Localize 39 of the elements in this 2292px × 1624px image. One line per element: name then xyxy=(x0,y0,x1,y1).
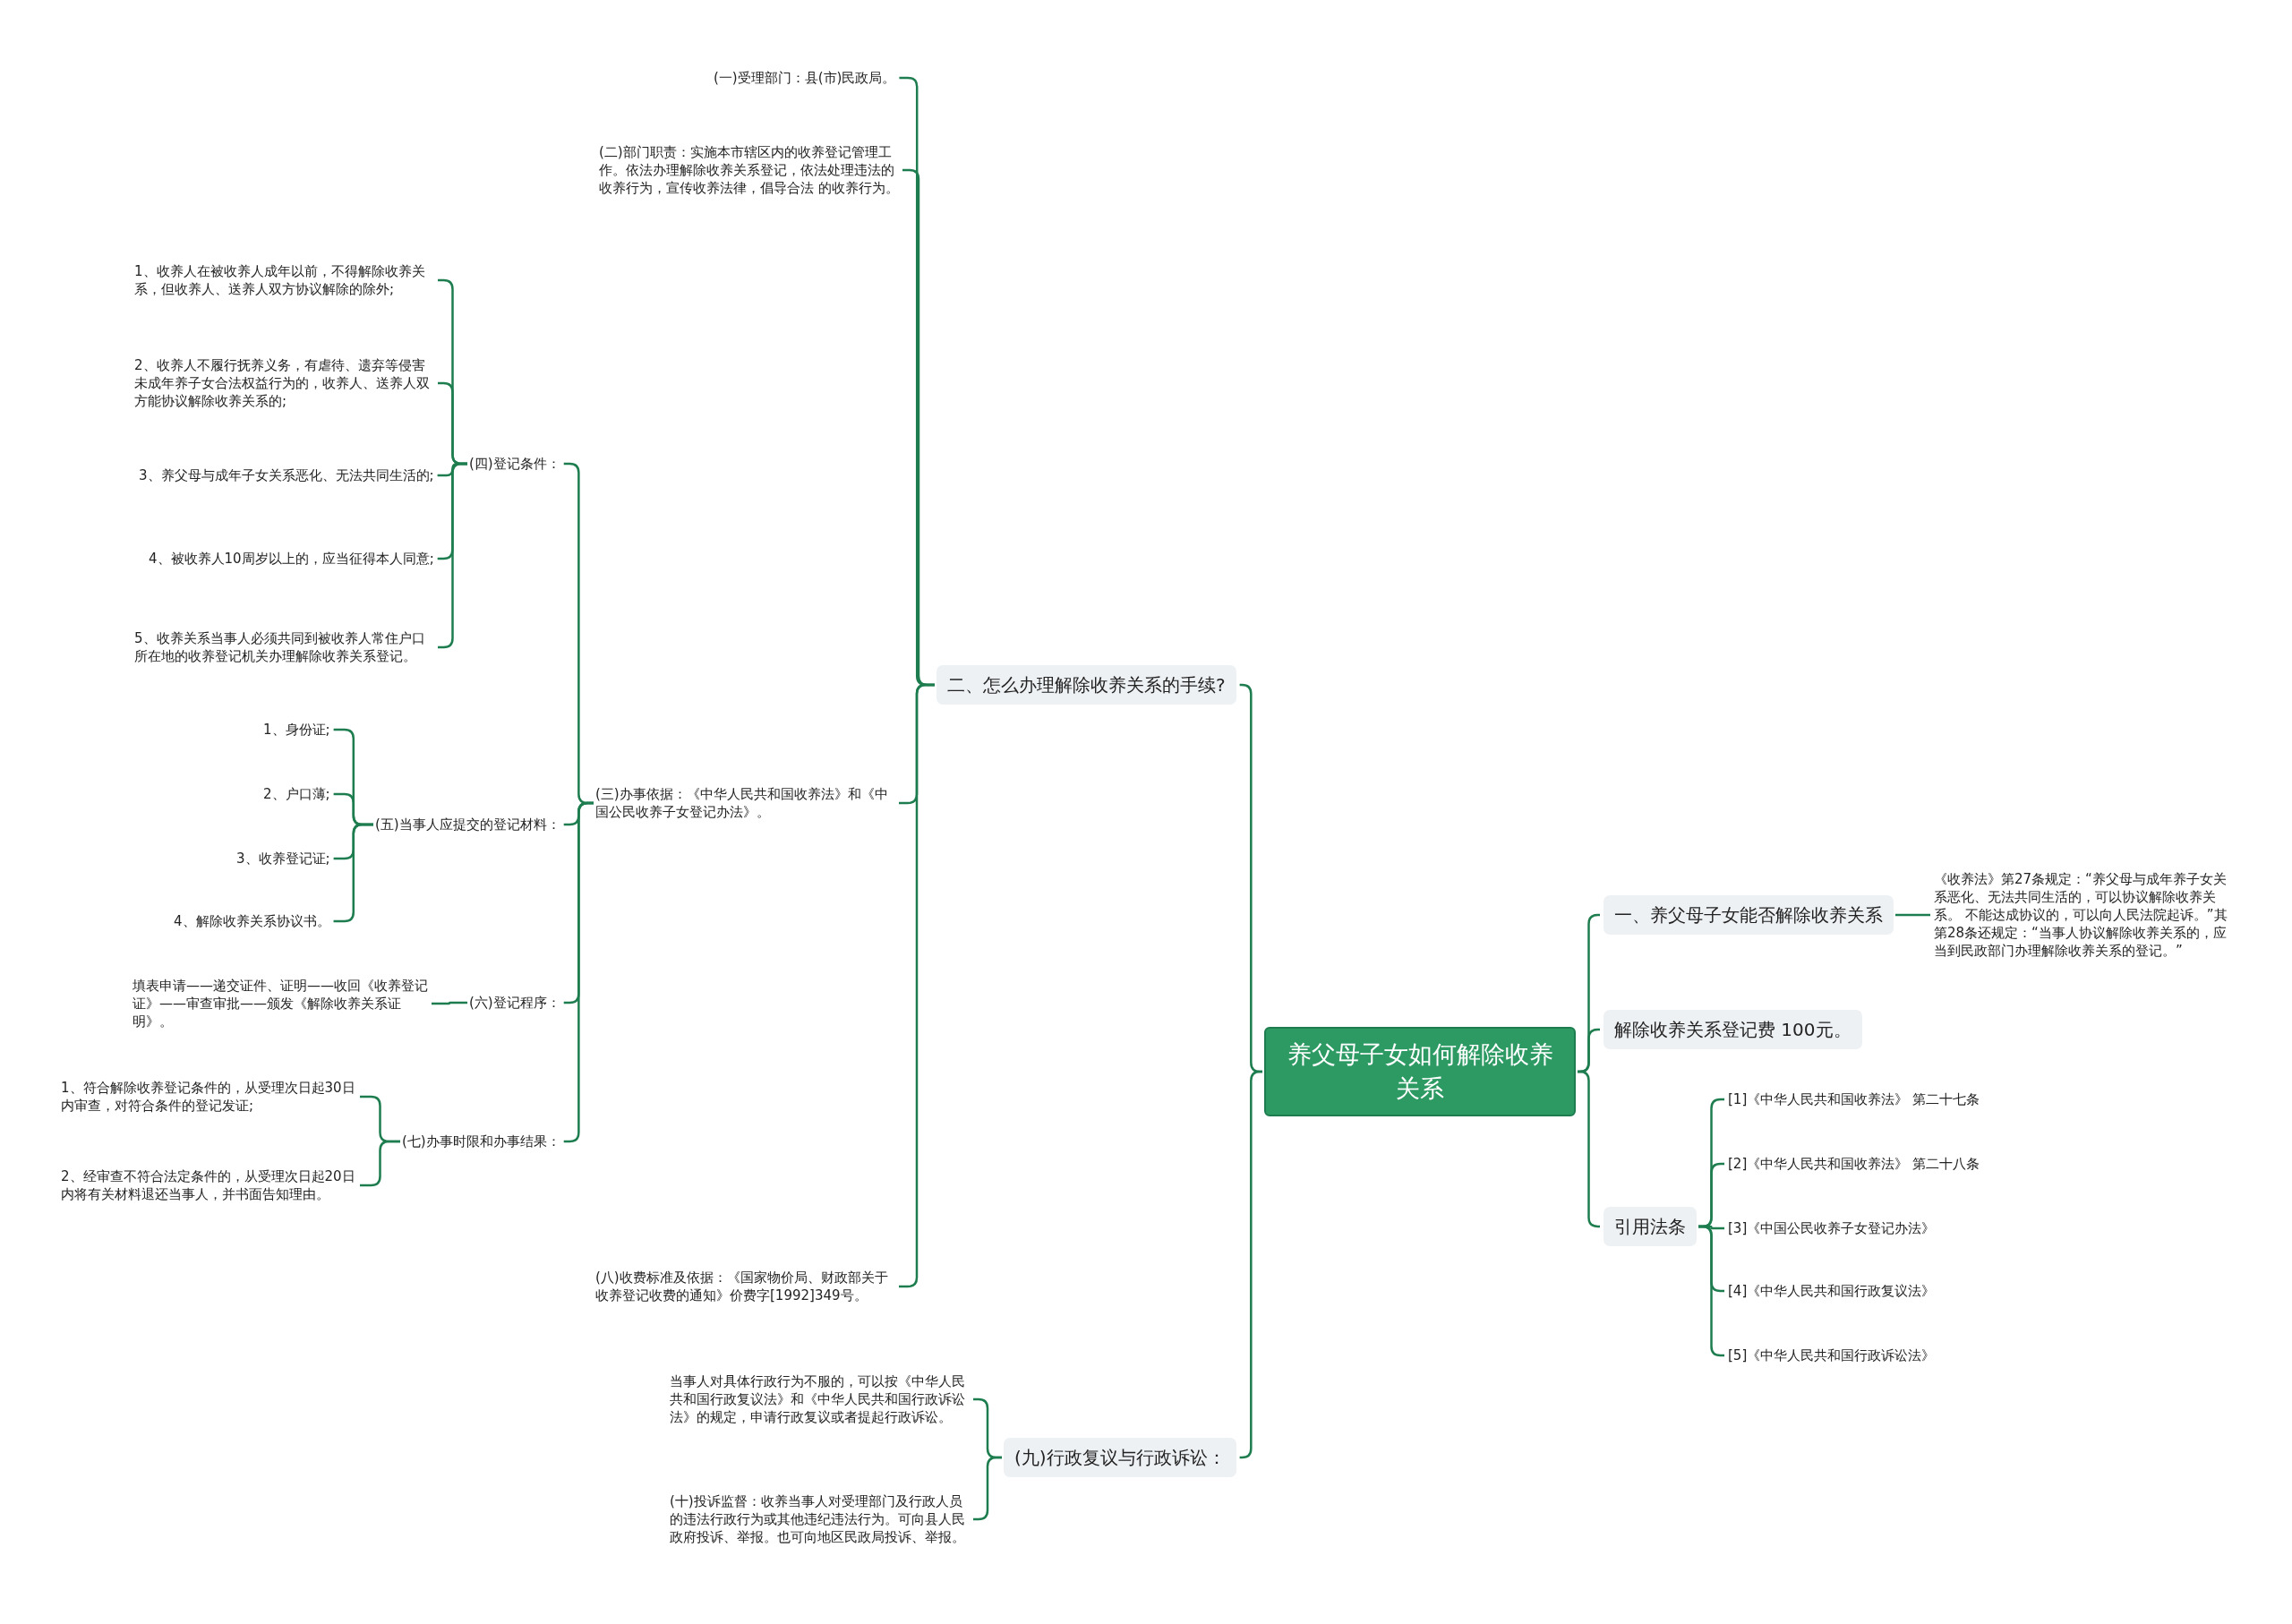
topic-box: 二、怎么办理解除收养关系的手续? xyxy=(936,665,1236,705)
topic-text: 5、收养关系当事人必须共同到被收养人常住户口所在地的收养登记机关办理解除收养关系登记。 xyxy=(134,629,434,665)
topic-text: [3]《中国公民收养子女登记办法》 xyxy=(1728,1219,1936,1237)
central-topic-box: 养父母子女如何解除收养关系 xyxy=(1264,1027,1576,1116)
topic-box: 一、养父母子女能否解除收养关系 xyxy=(1604,895,1894,935)
connector xyxy=(1895,913,1930,917)
topic-text: (二)部门职责：实施本市辖区内的收养登记管理工作。依法办理解除收养关系登记，依法处理违法的收养行为，宣传收养法律，倡导合法 的收养行为。 xyxy=(599,143,899,197)
topic-text: [5]《中华人民共和国行政诉讼法》 xyxy=(1728,1346,1936,1364)
topic-text: (一)受理部门：县(市)民政局。 xyxy=(714,69,896,87)
topic-text: 2、经审查不符合法定条件的，从受理次日起20日内将有关材料退还当事人，并书面告知理由。 xyxy=(61,1167,356,1203)
topic-text: (十)投诉监督：收养当事人对受理部门及行政人员的违法行政行为或其他违纪违法行为。可向县人民政府投诉、举报。也可向地区民政局投诉、举报。 xyxy=(670,1492,970,1546)
topic-text: (八)收费标准及依据：《国家物价局、财政部关于收养登记收费的通知》价费字[1992]349号。 xyxy=(595,1269,895,1304)
topic-text: 2、户口薄; xyxy=(263,785,330,803)
topic-text: 填表申请——递交证件、证明——收回《收养登记证》——审查审批——颁发《解除收养关系证明》。 xyxy=(133,977,428,1030)
topic-text: (三)办事依据：《中华人民共和国收养法》和《中国公民收养子女登记办法》。 xyxy=(595,785,895,821)
connector xyxy=(1578,1070,1600,1228)
topic-text: 《收养法》第27条规定：“养父母与成年养子女关系恶化、无法共同生活的，可以协议解除收养关系。 不能达成协议的，可以向人民法院起诉。”其第28条还规定：“当事人协议解除收养关系的，应当到民政部门办理解除收养关系的登记。” xyxy=(1934,870,2234,960)
topic-text: 1、收养人在被收养人成年以前，不得解除收养关系，但收养人、送养人双方协议解除的除外; xyxy=(134,262,434,298)
topic-text: 3、养父母与成年子女关系恶化、无法共同生活的; xyxy=(139,466,434,484)
connector xyxy=(432,1001,467,1005)
topic-text: 3、收养登记证; xyxy=(236,850,330,868)
topic-text: 4、解除收养关系协议书。 xyxy=(174,912,330,930)
topic-text: (六)登记程序： xyxy=(469,994,560,1012)
topic-text: [2]《中华人民共和国收养法》 第二十八条 xyxy=(1728,1155,1980,1173)
topic-text: 当事人对具体行政行为不服的，可以按《中华人民共和国行政复议法》和《中华人民共和国行政诉讼法》的规定，申请行政复议或者提起行政诉讼。 xyxy=(670,1372,970,1426)
topic-text: 1、符合解除收养登记条件的，从受理次日起30日内审查，对符合条件的登记发证; xyxy=(61,1079,356,1115)
topic-text: (七)办事时限和办事结果： xyxy=(402,1133,560,1150)
topic-text: 4、被收养人10周岁以上的，应当征得本人同意; xyxy=(149,550,434,568)
topic-text: [4]《中华人民共和国行政复议法》 xyxy=(1728,1282,1936,1300)
topic-text: (四)登记条件： xyxy=(469,455,560,473)
connector xyxy=(973,1456,1002,1521)
topic-box: (九)行政复议与行政诉讼： xyxy=(1004,1438,1236,1477)
topic-text: (五)当事人应提交的登记材料： xyxy=(375,816,560,833)
topic-box: 引用法条 xyxy=(1604,1207,1697,1246)
connector xyxy=(1239,1070,1263,1459)
topic-text: 2、收养人不履行抚养义务，有虐待、遗弃等侵害未成年养子女合法权益行为的，收养人、送养人双方能协议解除收养关系的; xyxy=(134,356,434,410)
topic-text: [1]《中华人民共和国收养法》 第二十七条 xyxy=(1728,1090,1980,1108)
topic-box: 解除收养关系登记费 100元。 xyxy=(1604,1010,1862,1049)
topic-text: 1、身份证; xyxy=(263,721,330,739)
